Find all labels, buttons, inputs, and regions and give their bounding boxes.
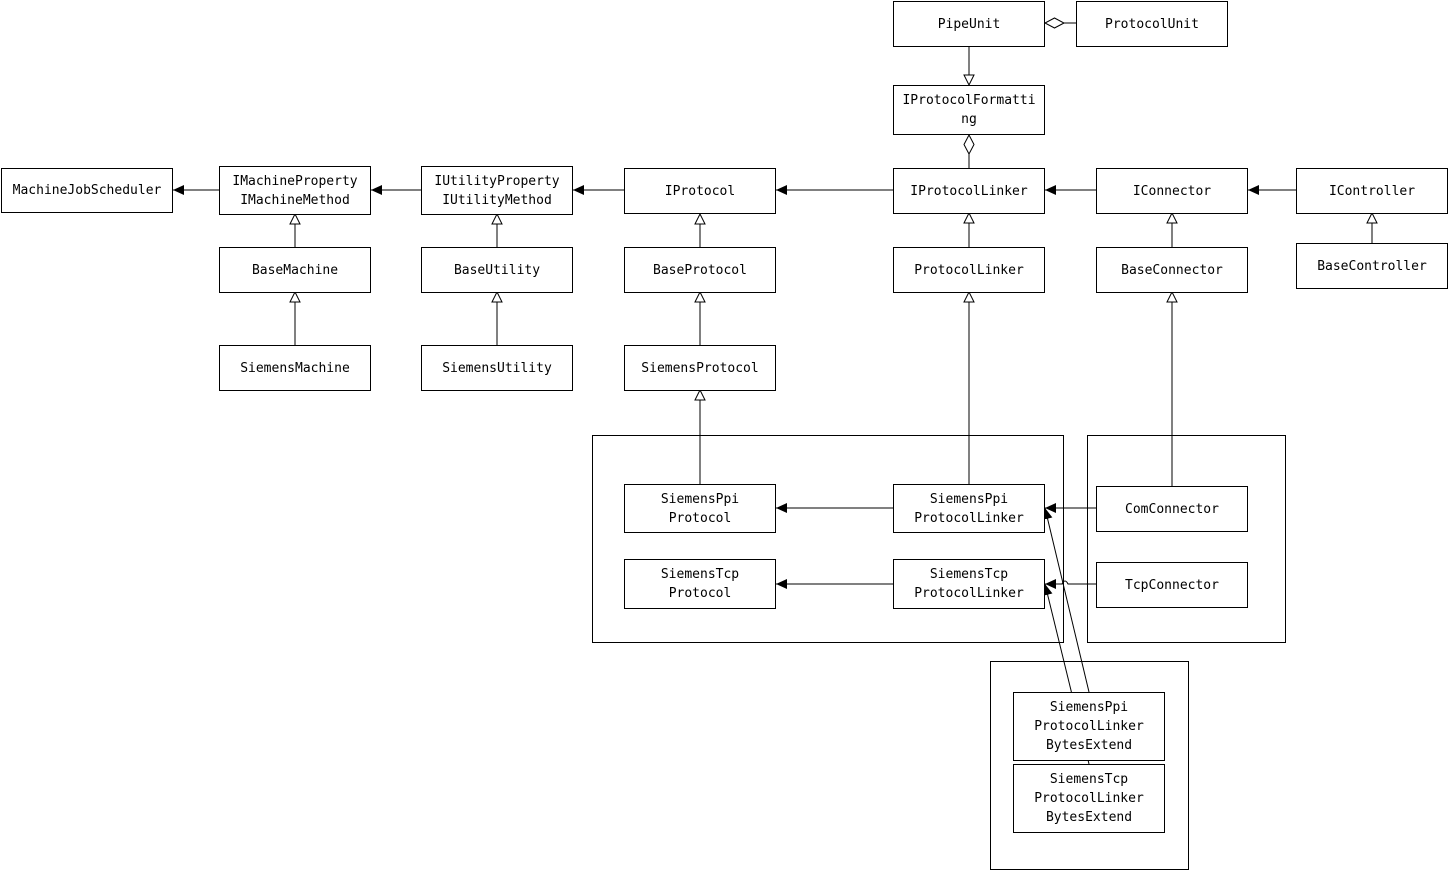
class-name-line: ProtocolLinker <box>914 510 1024 526</box>
class-name-line: ProtocolLinker <box>1034 791 1144 806</box>
class-base-protocol: BaseProtocol <box>624 247 776 293</box>
class-name-line: BaseController <box>1317 258 1427 274</box>
class-iprotocol: IProtocol <box>624 168 776 214</box>
class-name-line: SiemensTcp <box>1049 772 1129 787</box>
class-name-line: SiemensPpi <box>660 491 740 507</box>
class-name-line: IProtocol <box>664 183 736 199</box>
class-name-line: ProtocolLinker <box>914 586 1024 601</box>
class-siemens-machine: SiemensMachine <box>219 345 371 391</box>
class-base-connector: BaseConnector <box>1096 247 1248 293</box>
class-name-line: ComConnector <box>1125 501 1219 517</box>
class-tcp-connector: TcpConnector <box>1096 562 1248 608</box>
class-protocol-unit: ProtocolUnit <box>1076 1 1228 47</box>
class-name-line: SiemensTcp <box>929 567 1009 582</box>
class-com-connector: ComConnector <box>1096 486 1248 532</box>
class-name-line: Protocol <box>668 586 732 601</box>
class-base-controller: BaseController <box>1296 243 1448 289</box>
class-name-line: ProtocolUnit <box>1105 16 1199 32</box>
class-name-line: IUtilityProperty <box>434 173 560 189</box>
class-name-line: IMachineMethod <box>240 192 350 208</box>
group-connectors <box>1087 435 1286 643</box>
class-iprotocol-linker: IProtocolLinker <box>893 168 1045 214</box>
class-pipe-unit: PipeUnit <box>893 1 1045 47</box>
class-name-line: TcpConnector <box>1125 577 1219 593</box>
class-name-line: SiemensProtocol <box>641 360 759 376</box>
class-icontroller: IController <box>1296 168 1448 214</box>
class-name-line: SiemensUtility <box>442 360 552 376</box>
class-siemens-utility: SiemensUtility <box>421 345 573 391</box>
class-iprotocol-formatting: IProtocolFormatti ng <box>893 85 1045 135</box>
class-name-line: IProtocolLinker <box>910 183 1028 199</box>
class-siemens-protocol: SiemensProtocol <box>624 345 776 391</box>
class-name-line: ProtocolLinker <box>1034 719 1144 734</box>
class-base-machine: BaseMachine <box>219 247 371 293</box>
class-name-line: IController <box>1328 183 1416 199</box>
class-name-line: SiemensPpi <box>1049 700 1129 715</box>
class-name-line: SiemensPpi <box>929 491 1009 507</box>
class-name-line: BaseProtocol <box>653 262 747 278</box>
class-name-line: SiemensTcp <box>660 567 740 582</box>
class-name-line: IProtocolFormatti <box>902 93 1036 108</box>
class-name-line: PipeUnit <box>937 16 1001 32</box>
class-name-line: IConnector <box>1132 183 1212 199</box>
group-bytes-extend <box>990 661 1189 870</box>
class-name-line: MachineJobScheduler <box>12 183 162 198</box>
class-name-line: Protocol <box>668 510 732 526</box>
class-name-line: BaseMachine <box>251 262 339 278</box>
class-name-line: ProtocolLinker <box>914 262 1024 278</box>
edge-tcpconnector-siemenstcplinker <box>1045 579 1096 589</box>
class-name-line: SiemensMachine <box>240 360 350 376</box>
group-siemens-protocols <box>592 435 1064 643</box>
class-iconnector: IConnector <box>1096 168 1248 214</box>
class-name-line: BaseUtility <box>453 262 541 278</box>
class-name-line: BytesExtend <box>1045 810 1133 825</box>
class-name-line: ng <box>961 112 977 127</box>
class-name-line: IMachineProperty <box>232 173 358 189</box>
class-base-utility: BaseUtility <box>421 247 573 293</box>
class-name-line: BytesExtend <box>1045 738 1133 753</box>
class-machine-job-scheduler: MachineJobScheduler <box>1 168 173 213</box>
class-protocol-linker: ProtocolLinker <box>893 247 1045 293</box>
class-name-line: IUtilityMethod <box>442 192 552 208</box>
class-name-line: BaseConnector <box>1121 262 1223 278</box>
